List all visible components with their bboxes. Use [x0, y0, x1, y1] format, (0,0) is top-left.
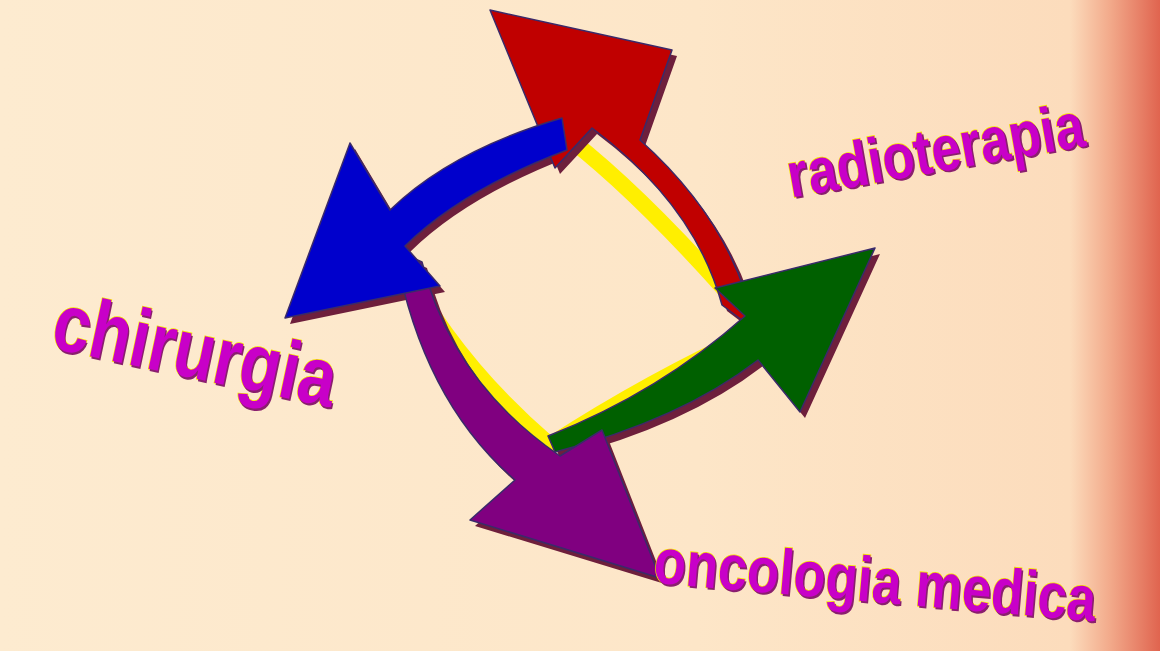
- treatment-label: oncologia medica: [651, 529, 1098, 631]
- green-arrow: [548, 248, 875, 452]
- purple-arrow: [395, 250, 660, 578]
- blue-arrow: [285, 118, 567, 318]
- red-arrow: [490, 10, 755, 330]
- edge-band: [1070, 0, 1160, 651]
- treatment-label: radioterapia: [782, 92, 1089, 207]
